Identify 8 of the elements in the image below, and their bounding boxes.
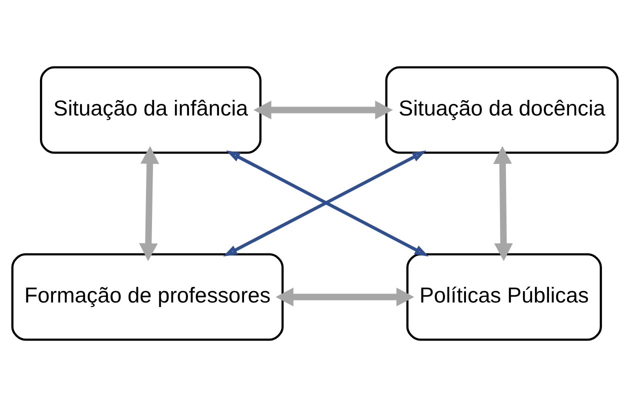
- arrow: [493, 146, 513, 262]
- node-box: Políticas Públicas: [406, 253, 602, 341]
- arrow: [254, 100, 393, 120]
- node-box: Situação da infância: [40, 66, 262, 154]
- node-box: Situação da docência: [385, 66, 619, 154]
- node-box: Formação de professores: [11, 253, 284, 341]
- arrow: [276, 288, 414, 306]
- arrow: [139, 146, 160, 262]
